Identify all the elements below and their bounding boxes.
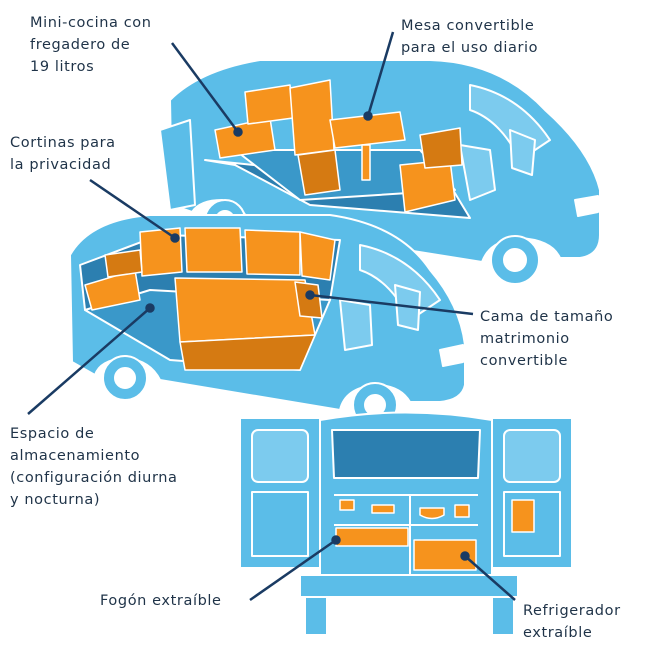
- van-night-furniture: [84, 227, 336, 371]
- label-mesa-convertible: Mesa convertible para el uso diario: [401, 18, 539, 56]
- label-cama: Cama de tamaño matrimonio convertible: [480, 309, 614, 369]
- label-espacio-almacenamiento: Espacio de almacenamiento (configuración…: [10, 426, 178, 508]
- van-rear-icon: [239, 411, 573, 636]
- label-mini-cocina: Mini-cocina con fregadero de 19 litros: [30, 15, 152, 75]
- van-day-furniture: [214, 79, 463, 213]
- label-cortinas: Cortinas para la privacidad: [10, 135, 116, 173]
- label-refrigerador: Refrigerador extraíble: [523, 603, 621, 641]
- leader-lines: [27, 31, 516, 602]
- label-fogon: Fogón extraíble: [100, 593, 222, 609]
- van-rear-furniture: [335, 499, 535, 571]
